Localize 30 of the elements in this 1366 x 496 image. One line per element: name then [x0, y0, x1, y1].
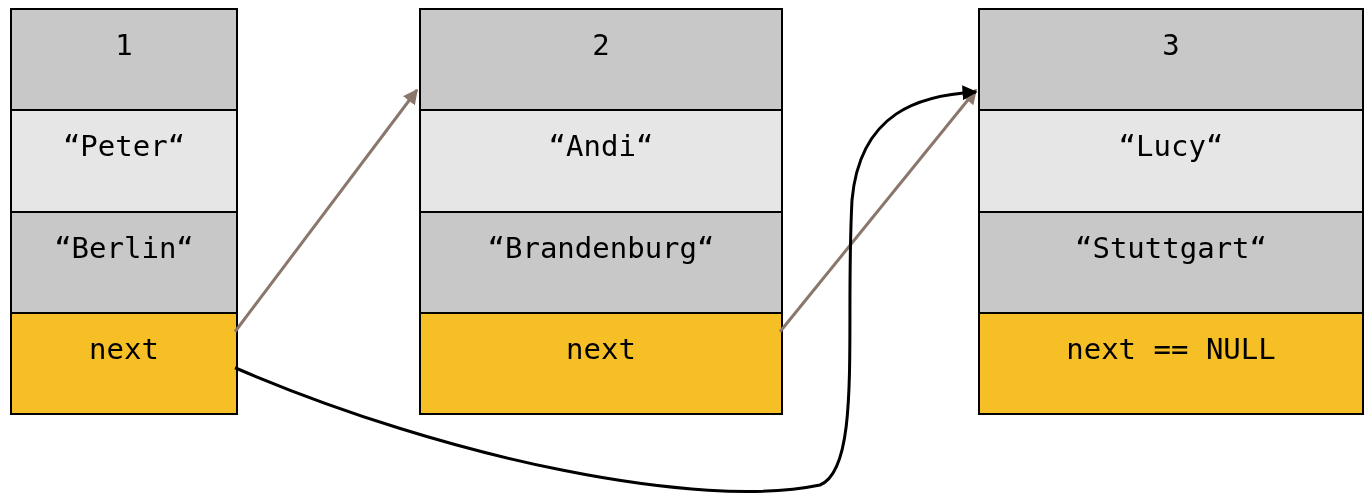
cell-text: “Andi“: [548, 129, 654, 164]
cell-text: “Lucy“: [1118, 129, 1224, 164]
cell-text: next: [89, 331, 159, 366]
arrow: [234, 85, 978, 493]
record-box: [978, 8, 1364, 415]
pointer-cell: [421, 311, 781, 413]
pointer-cell: [12, 311, 236, 413]
cell-text: 1: [115, 28, 133, 62]
index-cell: [980, 10, 1362, 110]
name-cell: [980, 109, 1362, 211]
pointer-cell: [980, 311, 1362, 413]
cell-text: next == NULL: [1066, 331, 1276, 366]
record-box: [419, 8, 783, 415]
cell-text: next: [566, 331, 636, 366]
name-cell: [12, 109, 236, 211]
city-cell: [980, 210, 1362, 312]
cell-text: “Brandenburg“: [487, 230, 715, 265]
arrow: [233, 88, 419, 333]
city-cell: [421, 210, 781, 312]
cell-text: “Berlin“: [54, 230, 194, 265]
index-cell: [12, 10, 236, 110]
name-cell: [421, 109, 781, 211]
cell-text: 3: [1162, 28, 1180, 62]
index-cell: [421, 10, 781, 110]
cell-text: 2: [592, 28, 610, 62]
city-cell: [12, 210, 236, 312]
cell-text: “Peter“: [62, 129, 186, 164]
record-box: [10, 8, 238, 415]
arrow: [778, 88, 978, 333]
cell-text: “Stuttgart“: [1074, 230, 1268, 265]
